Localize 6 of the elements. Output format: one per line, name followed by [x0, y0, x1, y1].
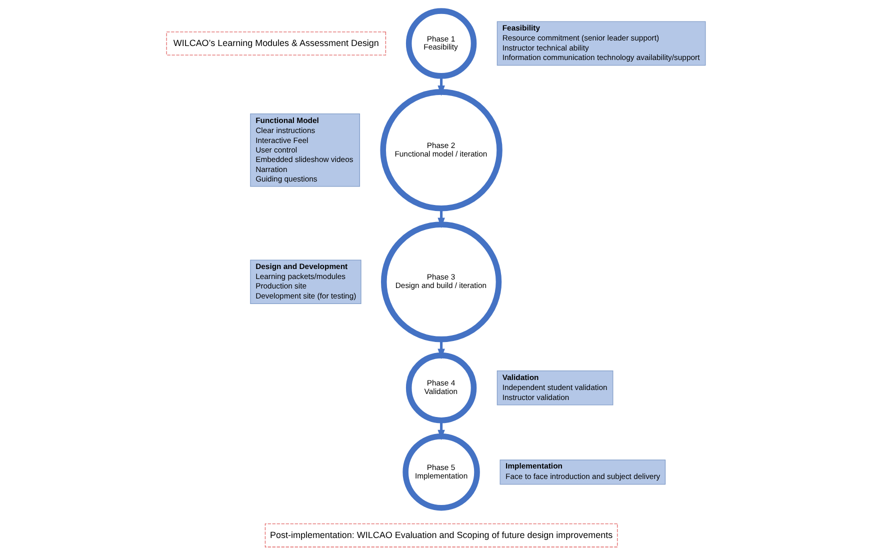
arrow — [437, 420, 444, 440]
node-box: WILCAO’s Learning Modules & Assessment Design — [166, 32, 386, 56]
arrow — [437, 339, 444, 360]
arrow — [437, 76, 444, 96]
node-box: Post-implementation: WILCAO Evaluation and Scoping of future design improvements — [264, 524, 618, 548]
arrow — [437, 208, 444, 228]
